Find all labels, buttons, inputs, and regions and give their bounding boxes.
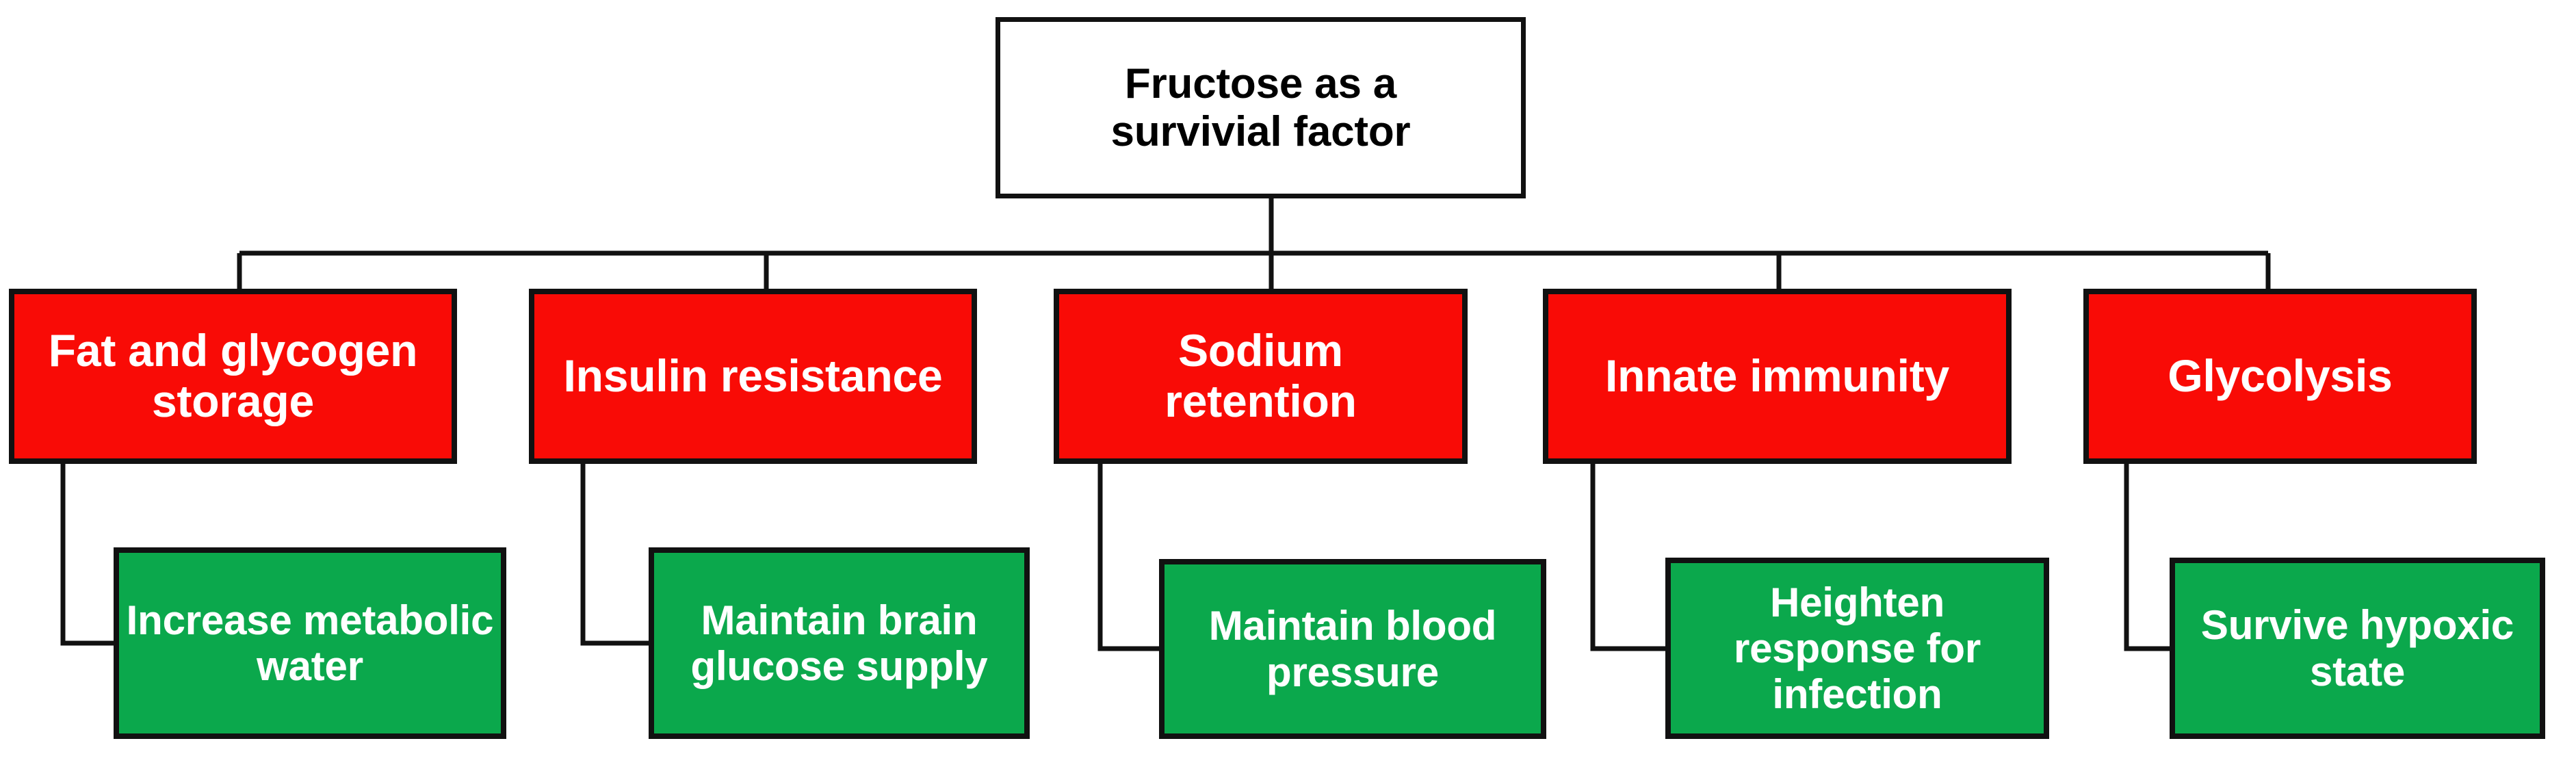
branch-node-label: Innate immunity — [1604, 350, 1950, 402]
outcome-node-heighten-response-for-infection[interactable]: Heighten response for infection — [1665, 558, 2049, 739]
connector-branch-3-to-outcome — [1097, 464, 1159, 651]
branch-node-label: Glycolysis — [2168, 350, 2393, 402]
root-node-fructose-as-a-survivial-factor[interactable]: Fructose as a survivial factor — [996, 17, 1526, 198]
outcome-node-label: Increase metabolic water — [126, 597, 494, 689]
root-node-label: Fructose as a survivial factor — [1110, 60, 1411, 155]
branch-node-insulin-resistance[interactable]: Insulin resistance — [529, 289, 977, 464]
connector-branch-2-to-outcome — [580, 464, 649, 646]
branch-node-innate-immunity[interactable]: Innate immunity — [1543, 289, 2012, 464]
outcome-node-maintain-brain-glucose-supply[interactable]: Maintain brain glucose supply — [649, 547, 1030, 739]
connector-branch-4-to-outcome — [1590, 464, 1665, 651]
outcome-node-increase-metabolic-water[interactable]: Increase metabolic water — [114, 547, 506, 739]
outcome-node-label: Maintain brain glucose supply — [690, 597, 988, 689]
outcome-node-label: Survive hypoxic state — [2200, 602, 2514, 694]
outcome-node-label: Heighten response for infection — [1733, 579, 1981, 718]
branch-node-sodium-retention[interactable]: Sodium retention — [1054, 289, 1468, 464]
outcome-node-label: Maintain blood pressure — [1208, 603, 1497, 695]
outcome-node-maintain-blood-pressure[interactable]: Maintain blood pressure — [1159, 559, 1546, 739]
branch-node-label: Sodium retention — [1165, 325, 1357, 426]
branch-node-glycolysis[interactable]: Glycolysis — [2083, 289, 2477, 464]
branch-node-fat-and-glycogen-storage[interactable]: Fat and glycogen storage — [9, 289, 457, 464]
connector-branch-1-to-outcome — [60, 464, 114, 646]
branch-node-label: Fat and glycogen storage — [48, 325, 418, 426]
branch-node-label: Insulin resistance — [563, 350, 943, 402]
connector-branch-5-to-outcome — [2124, 464, 2170, 651]
outcome-node-survive-hypoxic-state[interactable]: Survive hypoxic state — [2170, 558, 2545, 739]
